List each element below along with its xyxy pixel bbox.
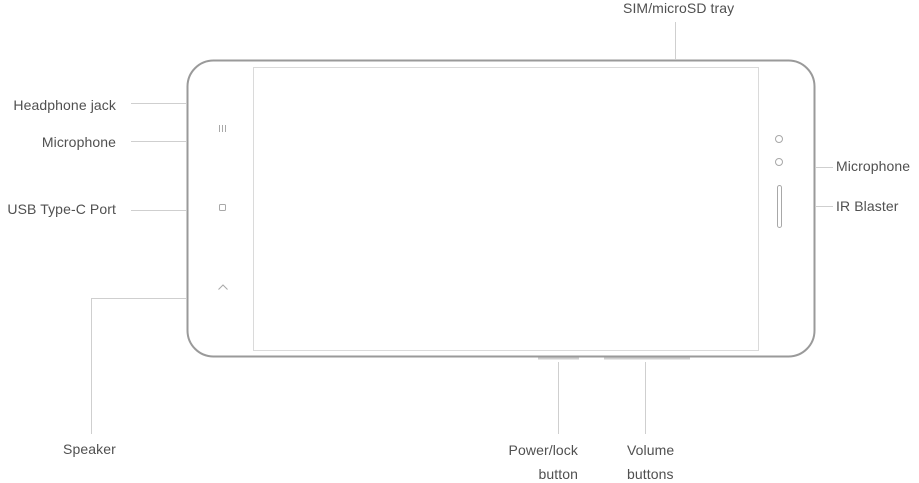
power-button-label: Power/lock button bbox=[509, 441, 578, 483]
power-button-label-line1: Power/lock bbox=[508, 442, 578, 458]
microphone-right-label: Microphone bbox=[836, 158, 911, 174]
volume-buttons-label: Volume buttons bbox=[627, 441, 674, 483]
microphone-left-label: Microphone bbox=[41, 134, 116, 150]
proximity-sensor-icon bbox=[775, 135, 783, 143]
volume-buttons-label-line1: Volume bbox=[627, 442, 675, 458]
earpiece-slot bbox=[777, 185, 782, 228]
volume-buttons-label-line2: buttons bbox=[627, 466, 674, 482]
home-icon bbox=[219, 204, 226, 211]
leader-speaker bbox=[91, 298, 186, 434]
headphone-jack-label: Headphone jack bbox=[13, 97, 116, 113]
phone-screen bbox=[253, 67, 759, 351]
front-camera-icon bbox=[775, 158, 783, 166]
speaker-label: Speaker bbox=[63, 441, 116, 457]
power-button-label-line2: button bbox=[538, 466, 578, 482]
sim-tray-label: SIM/microSD tray bbox=[623, 0, 735, 16]
phone-body bbox=[186, 59, 816, 358]
back-icon bbox=[218, 284, 228, 290]
menu-icon bbox=[219, 125, 226, 132]
usb-port-label: USB Type-C Port bbox=[7, 201, 116, 217]
ir-blaster-label: IR Blaster bbox=[836, 198, 899, 214]
